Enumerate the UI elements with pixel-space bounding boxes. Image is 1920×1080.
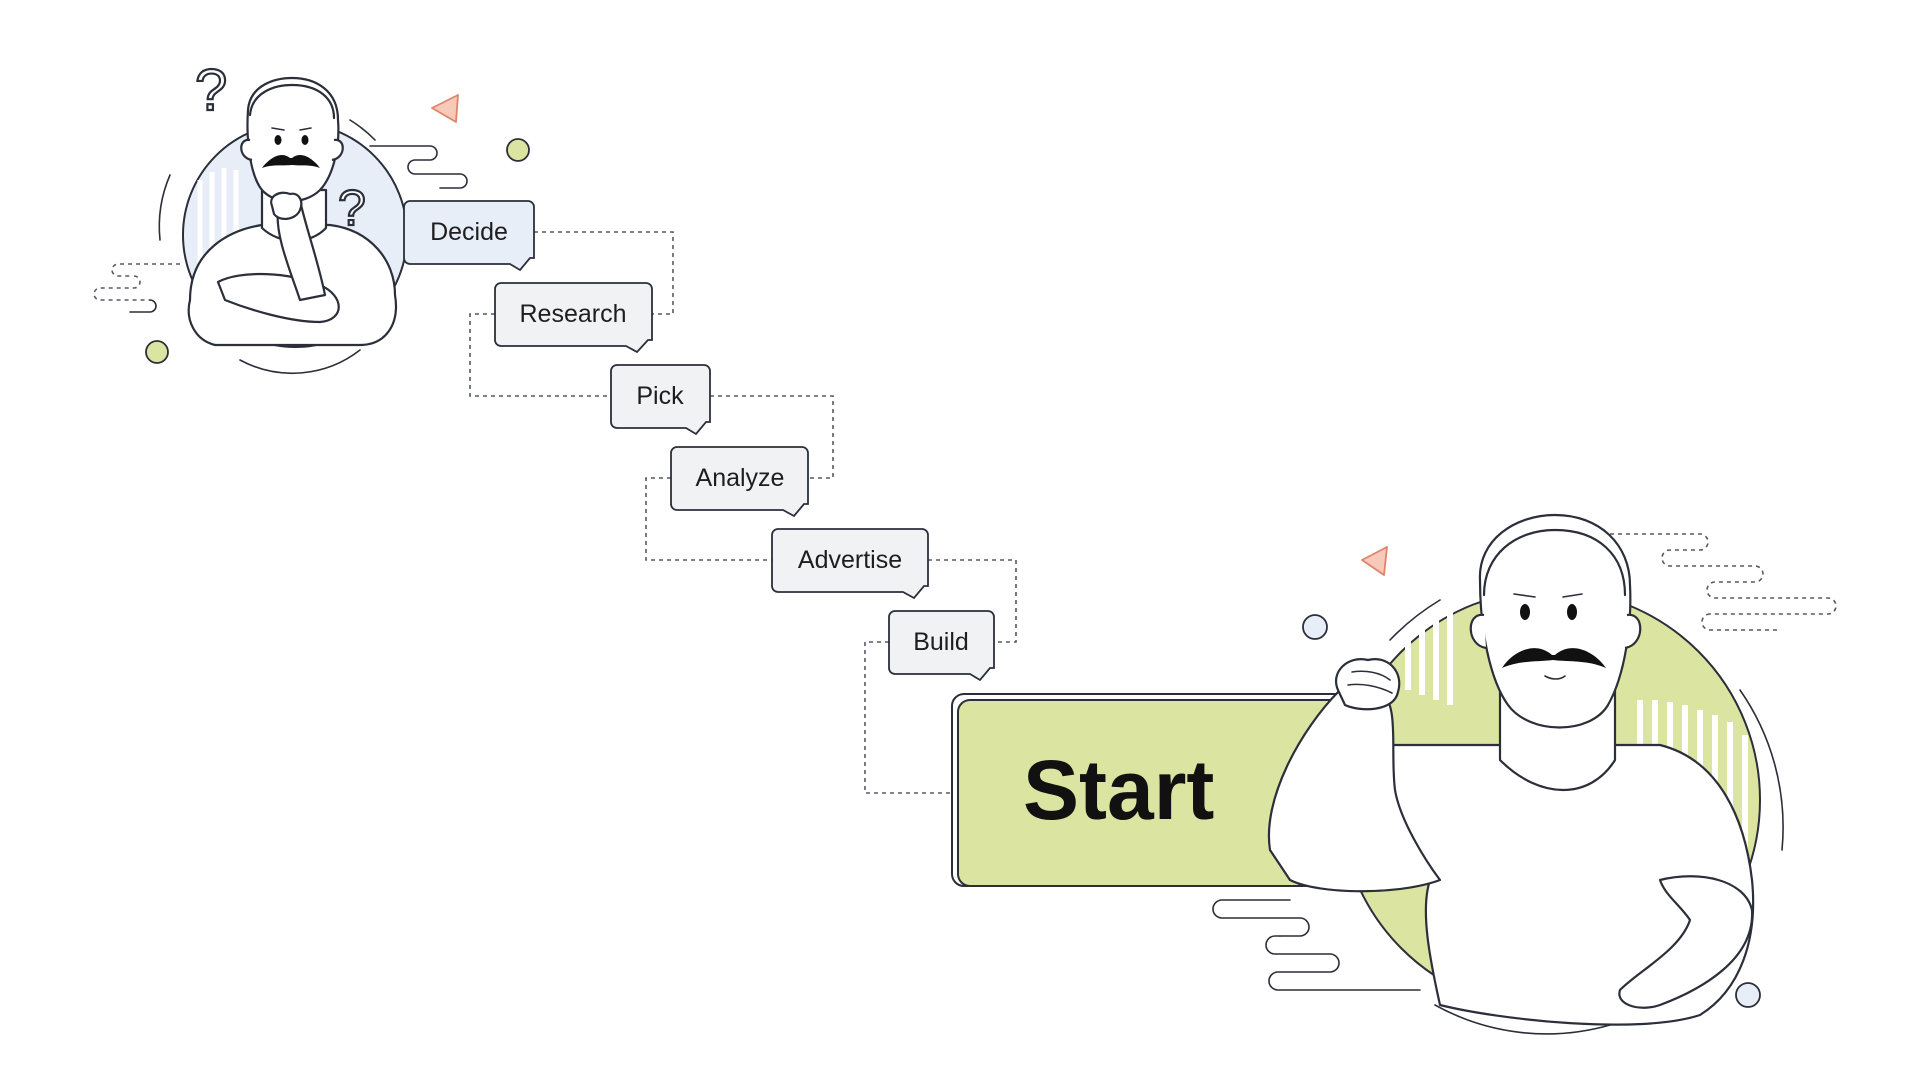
step-decide: Decide: [404, 201, 534, 270]
bubble-dot-icon-4: [1736, 983, 1760, 1007]
step-decide-label: Decide: [430, 218, 508, 246]
step-build: Build: [889, 611, 994, 680]
step-pick: Pick: [611, 365, 710, 434]
step-build-label: Build: [913, 628, 969, 656]
bubble-dot-icon-3: [1303, 615, 1327, 639]
start-label: Start: [1023, 743, 1214, 837]
bubble-dot-icon-2: [146, 341, 168, 363]
step-research-label: Research: [520, 300, 627, 328]
bubble-dot-icon-1: [507, 139, 529, 161]
step-advertise: Advertise: [772, 529, 928, 598]
triangle-icon-2: [1362, 547, 1387, 575]
question-mark-icon-2: ?: [338, 180, 366, 236]
step-analyze-label: Analyze: [696, 464, 785, 492]
step-research: Research: [495, 283, 652, 352]
step-pick-label: Pick: [636, 382, 684, 410]
confident-person-body: [1269, 515, 1753, 1025]
question-mark-icon-1: ?: [195, 58, 227, 123]
step-advertise-label: Advertise: [798, 546, 902, 574]
triangle-icon-1: [432, 95, 458, 122]
step-analyze: Analyze: [671, 447, 808, 516]
